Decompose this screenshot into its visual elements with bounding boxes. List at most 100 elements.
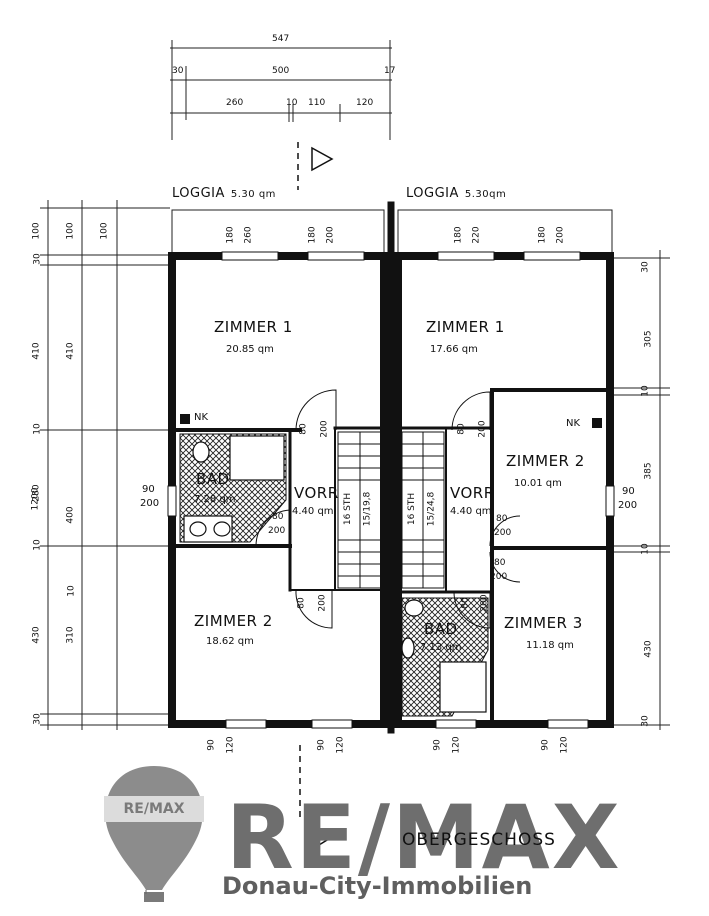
door-left-3-h: 200 [317, 594, 328, 612]
window-left-2-width: 180 [307, 226, 318, 244]
section-markers [297, 142, 334, 850]
dim-right-3: 385 [643, 462, 654, 480]
room-zimmer1-left-area: 20.85 qm [226, 344, 274, 355]
door-left-3-w: 80 [296, 597, 307, 609]
door-left-1-h: 200 [319, 420, 330, 438]
room-zimmer3-right-area: 11.18 qm [526, 640, 574, 651]
dim-left-b2: 400 [65, 506, 76, 524]
right-dimension-lines [612, 250, 670, 730]
dim-right-6: 30 [640, 715, 651, 727]
remax-brand-watermark: RE/MAX [226, 786, 622, 889]
window-right-2-height: 200 [555, 226, 566, 244]
stairs-right-ratio: 15/24,8 [426, 491, 437, 527]
bottom-right-1: 90 [432, 739, 443, 751]
door-left-2-h: 200 [268, 526, 286, 536]
window-right-1-width: 180 [453, 226, 464, 244]
dim-left-total: 1200 [30, 487, 41, 511]
top-dimension-lines [170, 40, 392, 140]
bottom-right-4: 120 [559, 736, 570, 754]
bottom-left-4: 120 [335, 736, 346, 754]
remax-balloon-text: RE/MAX [123, 801, 185, 817]
room-bad-right: BAD [424, 620, 458, 638]
dim-left-b3: 10 [66, 585, 77, 597]
room-bad-right-area: 7.13 qm [420, 642, 462, 653]
room-zimmer2-left-area: 18.62 qm [206, 636, 254, 647]
side-window-right-h: 200 [618, 500, 638, 511]
stairs-left-ratio: 15/19,8 [362, 491, 373, 527]
door-right-3-h: 200 [490, 572, 508, 582]
window-right-1-height: 220 [471, 226, 482, 244]
nk-right-label: NK [566, 418, 581, 429]
bottom-left-1: 90 [206, 739, 217, 751]
remax-office-name: Donau-City-Immobilien [222, 872, 533, 900]
nk-left-label: NK [194, 412, 209, 423]
door-left-1-w: 80 [298, 423, 309, 435]
bottom-right-2: 120 [451, 736, 462, 754]
stairs-right-steps: 16 STH [407, 492, 418, 526]
dim-right-4: 10 [640, 543, 651, 555]
room-zimmer1-right-area: 17.66 qm [430, 344, 478, 355]
window-left-2-height: 200 [325, 226, 336, 244]
side-window-left-h: 200 [140, 498, 160, 509]
bottom-left-2: 120 [225, 736, 236, 754]
remax-balloon-logo [104, 766, 204, 902]
dim-right-5: 430 [643, 640, 654, 658]
dim-left-b0: 100 [65, 222, 76, 240]
window-left-1-height: 260 [243, 226, 254, 244]
door-right-3-w: 80 [494, 558, 506, 568]
room-zimmer1-right: ZIMMER 1 [426, 318, 505, 336]
door-right-2-h: 200 [494, 528, 512, 538]
dim-left-b4: 310 [65, 626, 76, 644]
dim-inner-width: 500 [272, 66, 290, 76]
room-vorr-left: VORR [294, 484, 339, 502]
stairs-left-steps: 16 STH [343, 492, 354, 526]
dim-left-a1: 30 [32, 253, 43, 265]
room-bad-left-area: 7.28 qm [194, 494, 236, 505]
room-vorr-right-area: 4.40 qm [450, 506, 492, 517]
room-zimmer1-left: ZIMMER 1 [214, 318, 293, 336]
nk-boxes [180, 414, 602, 428]
window-right-2-width: 180 [537, 226, 548, 244]
dim-left-wall: 30 [172, 66, 184, 76]
dim-left-b1: 410 [65, 342, 76, 360]
dim-right-2: 10 [640, 385, 651, 397]
stairs [337, 431, 445, 589]
dim-seg-120: 120 [356, 98, 374, 108]
dim-left-a7: 30 [32, 713, 43, 725]
door-swings [255, 389, 521, 629]
door-right-1-h: 200 [477, 420, 488, 438]
dim-left-a6: 430 [31, 626, 42, 644]
dim-total-width: 547 [272, 34, 290, 44]
dim-seg-10: 10 [286, 98, 298, 108]
floor-label: OBERGESCHOSS [402, 830, 556, 850]
dim-seg-110: 110 [308, 98, 326, 108]
room-vorr-right: VORR [450, 484, 495, 502]
dim-right-1: 305 [643, 330, 654, 348]
room-zimmer2-right: ZIMMER 2 [506, 452, 585, 470]
room-bad-left: BAD [196, 470, 230, 488]
side-window-left-w: 90 [142, 484, 155, 495]
loggia-outline [171, 209, 613, 254]
dim-left-c0: 100 [99, 222, 110, 240]
door-left-2-w: 80 [272, 512, 284, 522]
left-dimension-lines [40, 200, 170, 730]
windows [167, 251, 615, 729]
dim-right-0: 30 [640, 261, 651, 273]
bath-fixtures [183, 435, 487, 713]
room-zimmer3-right: ZIMMER 3 [504, 614, 583, 632]
room-zimmer2-right-area: 10.01 qm [514, 478, 562, 489]
dim-right-wall: 17 [384, 66, 396, 76]
dim-seg-260: 260 [226, 98, 244, 108]
door-right-4-w: 80 [460, 597, 471, 609]
dim-left-a2: 410 [31, 342, 42, 360]
dim-left-a3: 10 [32, 423, 43, 435]
room-zimmer2-left: ZIMMER 2 [194, 612, 273, 630]
side-window-right-w: 90 [622, 486, 635, 497]
door-right-1-w: 80 [456, 423, 467, 435]
room-vorr-left-area: 4.40 qm [292, 506, 334, 517]
dim-left-a5: 10 [32, 539, 43, 551]
dim-left-a0: 100 [31, 222, 42, 240]
